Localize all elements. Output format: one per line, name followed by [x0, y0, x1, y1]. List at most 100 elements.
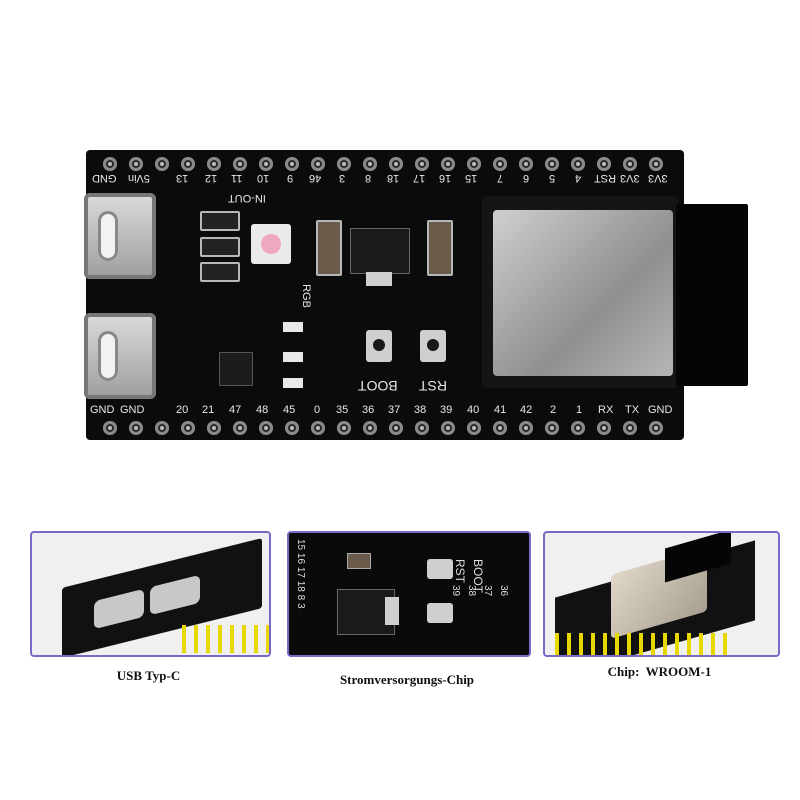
header-pin — [155, 421, 169, 435]
pin-label: 38 — [414, 404, 427, 416]
header-pin — [389, 157, 403, 171]
header-pin — [545, 157, 559, 171]
header-pin — [467, 421, 481, 435]
pin-label: 21 — [202, 404, 215, 416]
header-pin — [337, 157, 351, 171]
pin-label: 37 — [388, 404, 401, 416]
pin-label: 40 — [467, 404, 480, 416]
header-pin — [389, 421, 403, 435]
pin-label: 17 — [413, 172, 426, 184]
pin-label: 5 — [549, 172, 556, 184]
boot-button — [427, 603, 453, 623]
pin-label: 47 — [229, 404, 242, 416]
diode — [200, 237, 240, 257]
header-pin — [311, 421, 325, 435]
pin-label: GND — [92, 172, 117, 184]
header-pin — [129, 421, 143, 435]
diode — [200, 262, 240, 282]
pin-label: RST — [594, 172, 616, 184]
pin-label: 18 — [387, 172, 400, 184]
pin-label: 6 — [523, 172, 530, 184]
pin-label: 3V3 — [620, 172, 640, 184]
usb-c-connector — [84, 313, 156, 399]
header-pin — [597, 157, 611, 171]
header-pin — [441, 421, 455, 435]
rgb-label: RGB — [299, 284, 312, 308]
pin-label: 5Vin — [128, 172, 150, 184]
power-chip-detail-photo: 15 16 17 18 8 3 RST BOOT 36 37 38 39 — [287, 531, 531, 657]
diode — [200, 211, 240, 231]
pin-label: 0 — [314, 404, 321, 416]
boot-label: BOOT — [358, 378, 398, 394]
header-pin — [285, 157, 299, 171]
pin-label: 10 — [257, 172, 270, 184]
header-pin — [649, 157, 663, 171]
pin-label: 20 — [176, 404, 189, 416]
resistor — [283, 378, 303, 388]
usb-detail-photo — [30, 531, 271, 657]
header-pin — [103, 157, 117, 171]
header-pin — [337, 421, 351, 435]
pin-label: 7 — [497, 172, 504, 184]
regulator-tab — [366, 272, 392, 286]
pcb-antenna — [676, 204, 748, 386]
header-pin — [571, 421, 585, 435]
chip-caption: Chip: WROOM-1 — [607, 664, 712, 679]
header-pin — [649, 421, 663, 435]
module-shield — [493, 210, 673, 376]
pin-label: 2 — [550, 404, 557, 416]
pin-label: 41 — [494, 404, 507, 416]
pin-label: GND — [90, 404, 115, 416]
pin-label: GND — [120, 404, 145, 416]
pin-label: 48 — [256, 404, 269, 416]
header-pin — [597, 421, 611, 435]
pin-label: TX — [625, 404, 640, 416]
header-pin — [233, 421, 247, 435]
pin-label: 39 — [440, 404, 453, 416]
capacitor — [316, 220, 342, 276]
pin-label: 4 — [575, 172, 582, 184]
capacitor — [427, 220, 453, 276]
header-pin — [519, 157, 533, 171]
pin-label: 36 — [362, 404, 375, 416]
header-pin — [623, 157, 637, 171]
header-pin — [285, 421, 299, 435]
header-pin — [441, 157, 455, 171]
inset-rst-label: RST — [453, 559, 467, 583]
inset-right-pin-labels: 36 37 38 39 — [450, 585, 509, 597]
power-chip-caption: Stromversorgungs-Chip — [339, 672, 475, 687]
rst-button[interactable] — [420, 330, 446, 362]
header-pin — [181, 157, 195, 171]
pin-label: 9 — [287, 172, 294, 184]
resistor — [283, 322, 303, 332]
regulator-chip — [350, 228, 410, 274]
header-pin — [259, 157, 273, 171]
usb-c-connector — [84, 193, 156, 279]
header-pin — [207, 421, 221, 435]
pin-label: 3 — [339, 172, 346, 184]
rst-label: RST — [419, 378, 447, 394]
boot-button[interactable] — [366, 330, 392, 362]
pin-label: 16 — [439, 172, 452, 184]
pin-label: 35 — [336, 404, 349, 416]
pin-label: 12 — [205, 172, 218, 184]
header-pin — [155, 157, 169, 171]
header-pin — [623, 421, 637, 435]
pin-label: 42 — [520, 404, 533, 416]
header-pin — [571, 157, 585, 171]
header-pin — [259, 421, 273, 435]
pin-label: 8 — [365, 172, 372, 184]
header-pin — [415, 421, 429, 435]
header-pin — [207, 157, 221, 171]
pin-label: 15 — [465, 172, 478, 184]
header-pin — [129, 157, 143, 171]
pin-label: 46 — [309, 172, 322, 184]
header-pin — [519, 421, 533, 435]
usb-caption: USB Typ-C — [116, 668, 181, 683]
pin-label: 1 — [576, 404, 583, 416]
pin-label: 13 — [176, 172, 189, 184]
header-pin — [493, 157, 507, 171]
ic-chip — [219, 352, 253, 386]
header-pin — [363, 421, 377, 435]
rgb-led — [251, 224, 291, 264]
